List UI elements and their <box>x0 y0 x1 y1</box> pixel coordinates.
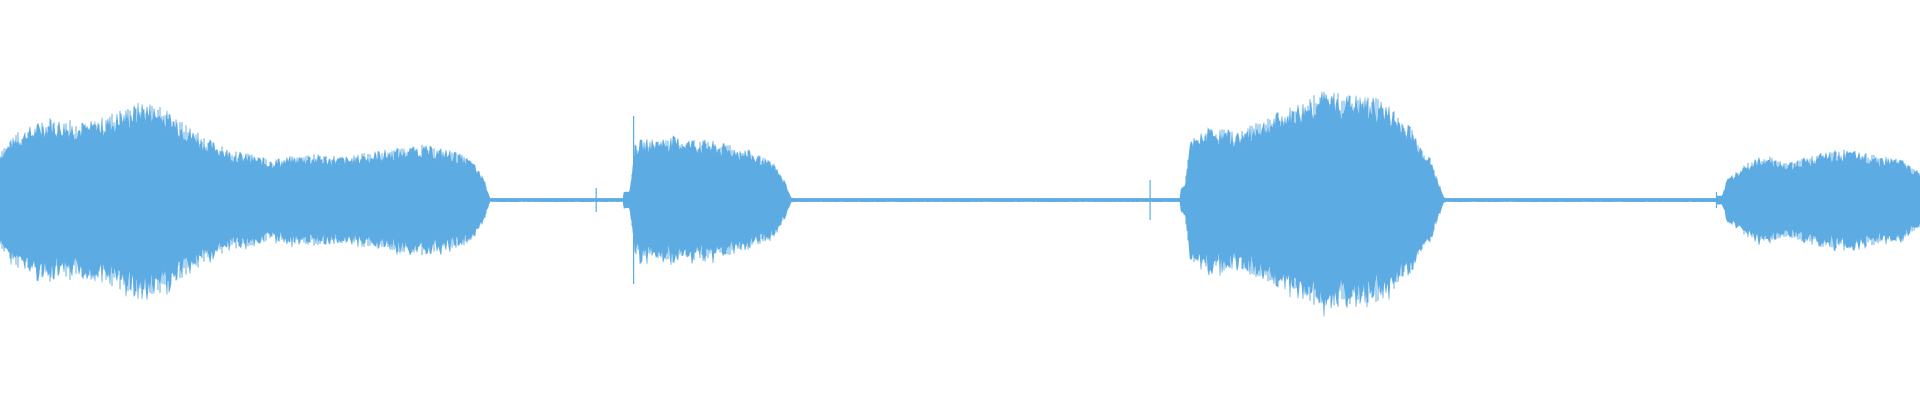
waveform-samples <box>0 93 1919 307</box>
